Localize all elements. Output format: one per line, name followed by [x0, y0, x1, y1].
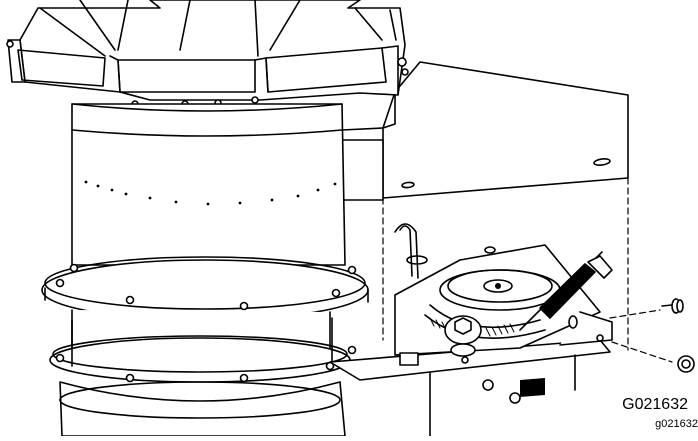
decal	[520, 378, 545, 397]
lower-cylinder	[49, 309, 357, 437]
loose-nut	[677, 355, 695, 373]
mounting-ring	[41, 256, 369, 321]
slot-hole	[401, 181, 415, 189]
tension-spring	[519, 251, 613, 331]
loose-bolt	[661, 298, 684, 314]
perforation-holes	[84, 180, 337, 206]
pulley-assembly	[394, 223, 613, 366]
slot-hole	[593, 158, 611, 166]
ring-bolts	[55, 263, 357, 311]
alignment-dashes	[382, 177, 673, 363]
figure-code: G021632	[622, 396, 688, 413]
figure-code-secondary: g021632	[655, 418, 698, 430]
discharge-hood	[6, 0, 409, 108]
hood-window	[17, 49, 106, 87]
